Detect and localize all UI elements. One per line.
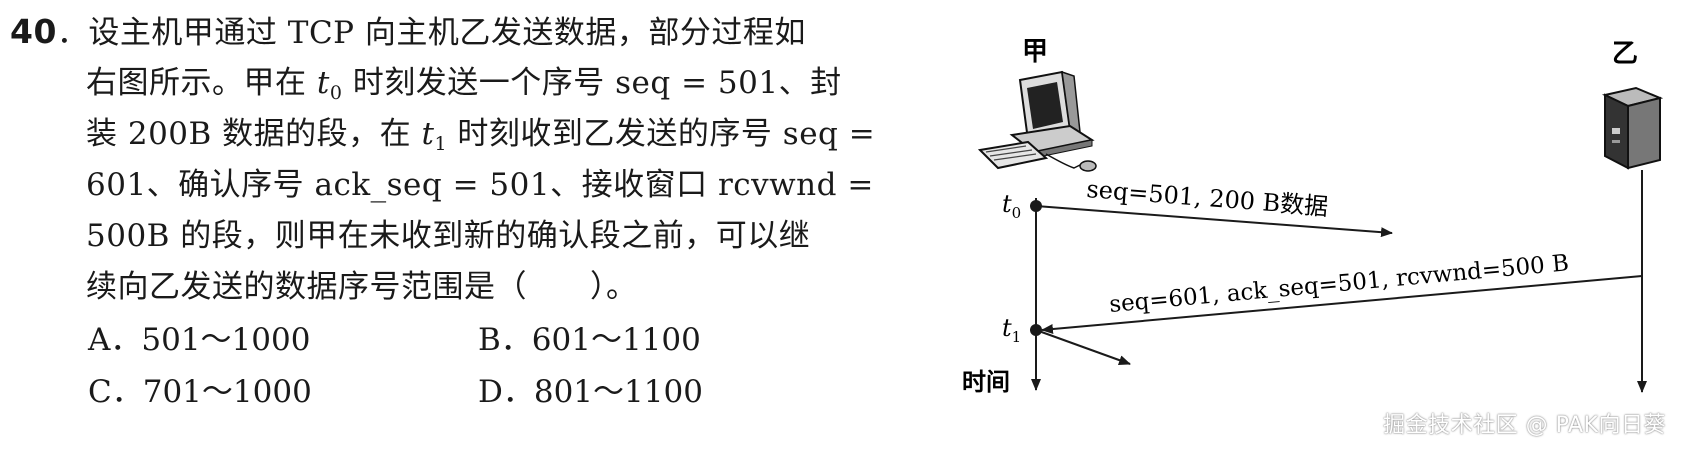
segment-arrow-1: [1035, 205, 1393, 238]
server-icon: [1601, 86, 1664, 170]
segment-arrow-2: [1041, 275, 1643, 334]
host-a-label: 甲: [1022, 37, 1048, 67]
question-line-4: 601、确认序号 ack_seq = 501、接收窗口 rcvwnd =: [86, 167, 874, 203]
question-line-2: 右图所示。甲在 t0 时刻发送一个序号 seq = 501、封: [86, 65, 842, 104]
question-line-5: 500B 的段，则甲在未收到新的确认段之前，可以继: [86, 218, 811, 254]
host-b-label: 乙: [1612, 39, 1638, 69]
segment-label-1: seq=501, 200 B数据: [1086, 175, 1330, 221]
option-a: A．501～1000: [88, 322, 311, 358]
question-line-3: 装 200B 数据的段，在 t1 时刻收到乙发送的序号 seq =: [86, 116, 876, 155]
segment-arrow-3: [1035, 329, 1131, 365]
option-d: D．801～1100: [478, 374, 703, 410]
question-line-6: 续向乙发送的数据序号范围是（ ）。: [86, 269, 638, 305]
question-text-1: ．设主机甲通过 TCP 向主机乙发送数据，部分过程如: [56, 15, 806, 51]
segment-label-2: seq=601, ack_seq=501, rcvwnd=500 B: [1108, 250, 1570, 318]
time-axis-label: 时间: [962, 367, 1010, 396]
question-line-1: 40．设主机甲通过 TCP 向主机乙发送数据，部分过程如: [10, 8, 806, 57]
t0-label: t0: [1002, 190, 1021, 222]
computer-icon: [977, 70, 1097, 172]
watermark: 掘金技术社区 @ PAK向日葵: [1383, 413, 1666, 438]
question-number: 40: [10, 12, 57, 51]
option-c: C．701～1000: [88, 374, 312, 410]
option-b: B．601～1100: [478, 322, 701, 358]
t1-label: t1: [1002, 314, 1021, 346]
